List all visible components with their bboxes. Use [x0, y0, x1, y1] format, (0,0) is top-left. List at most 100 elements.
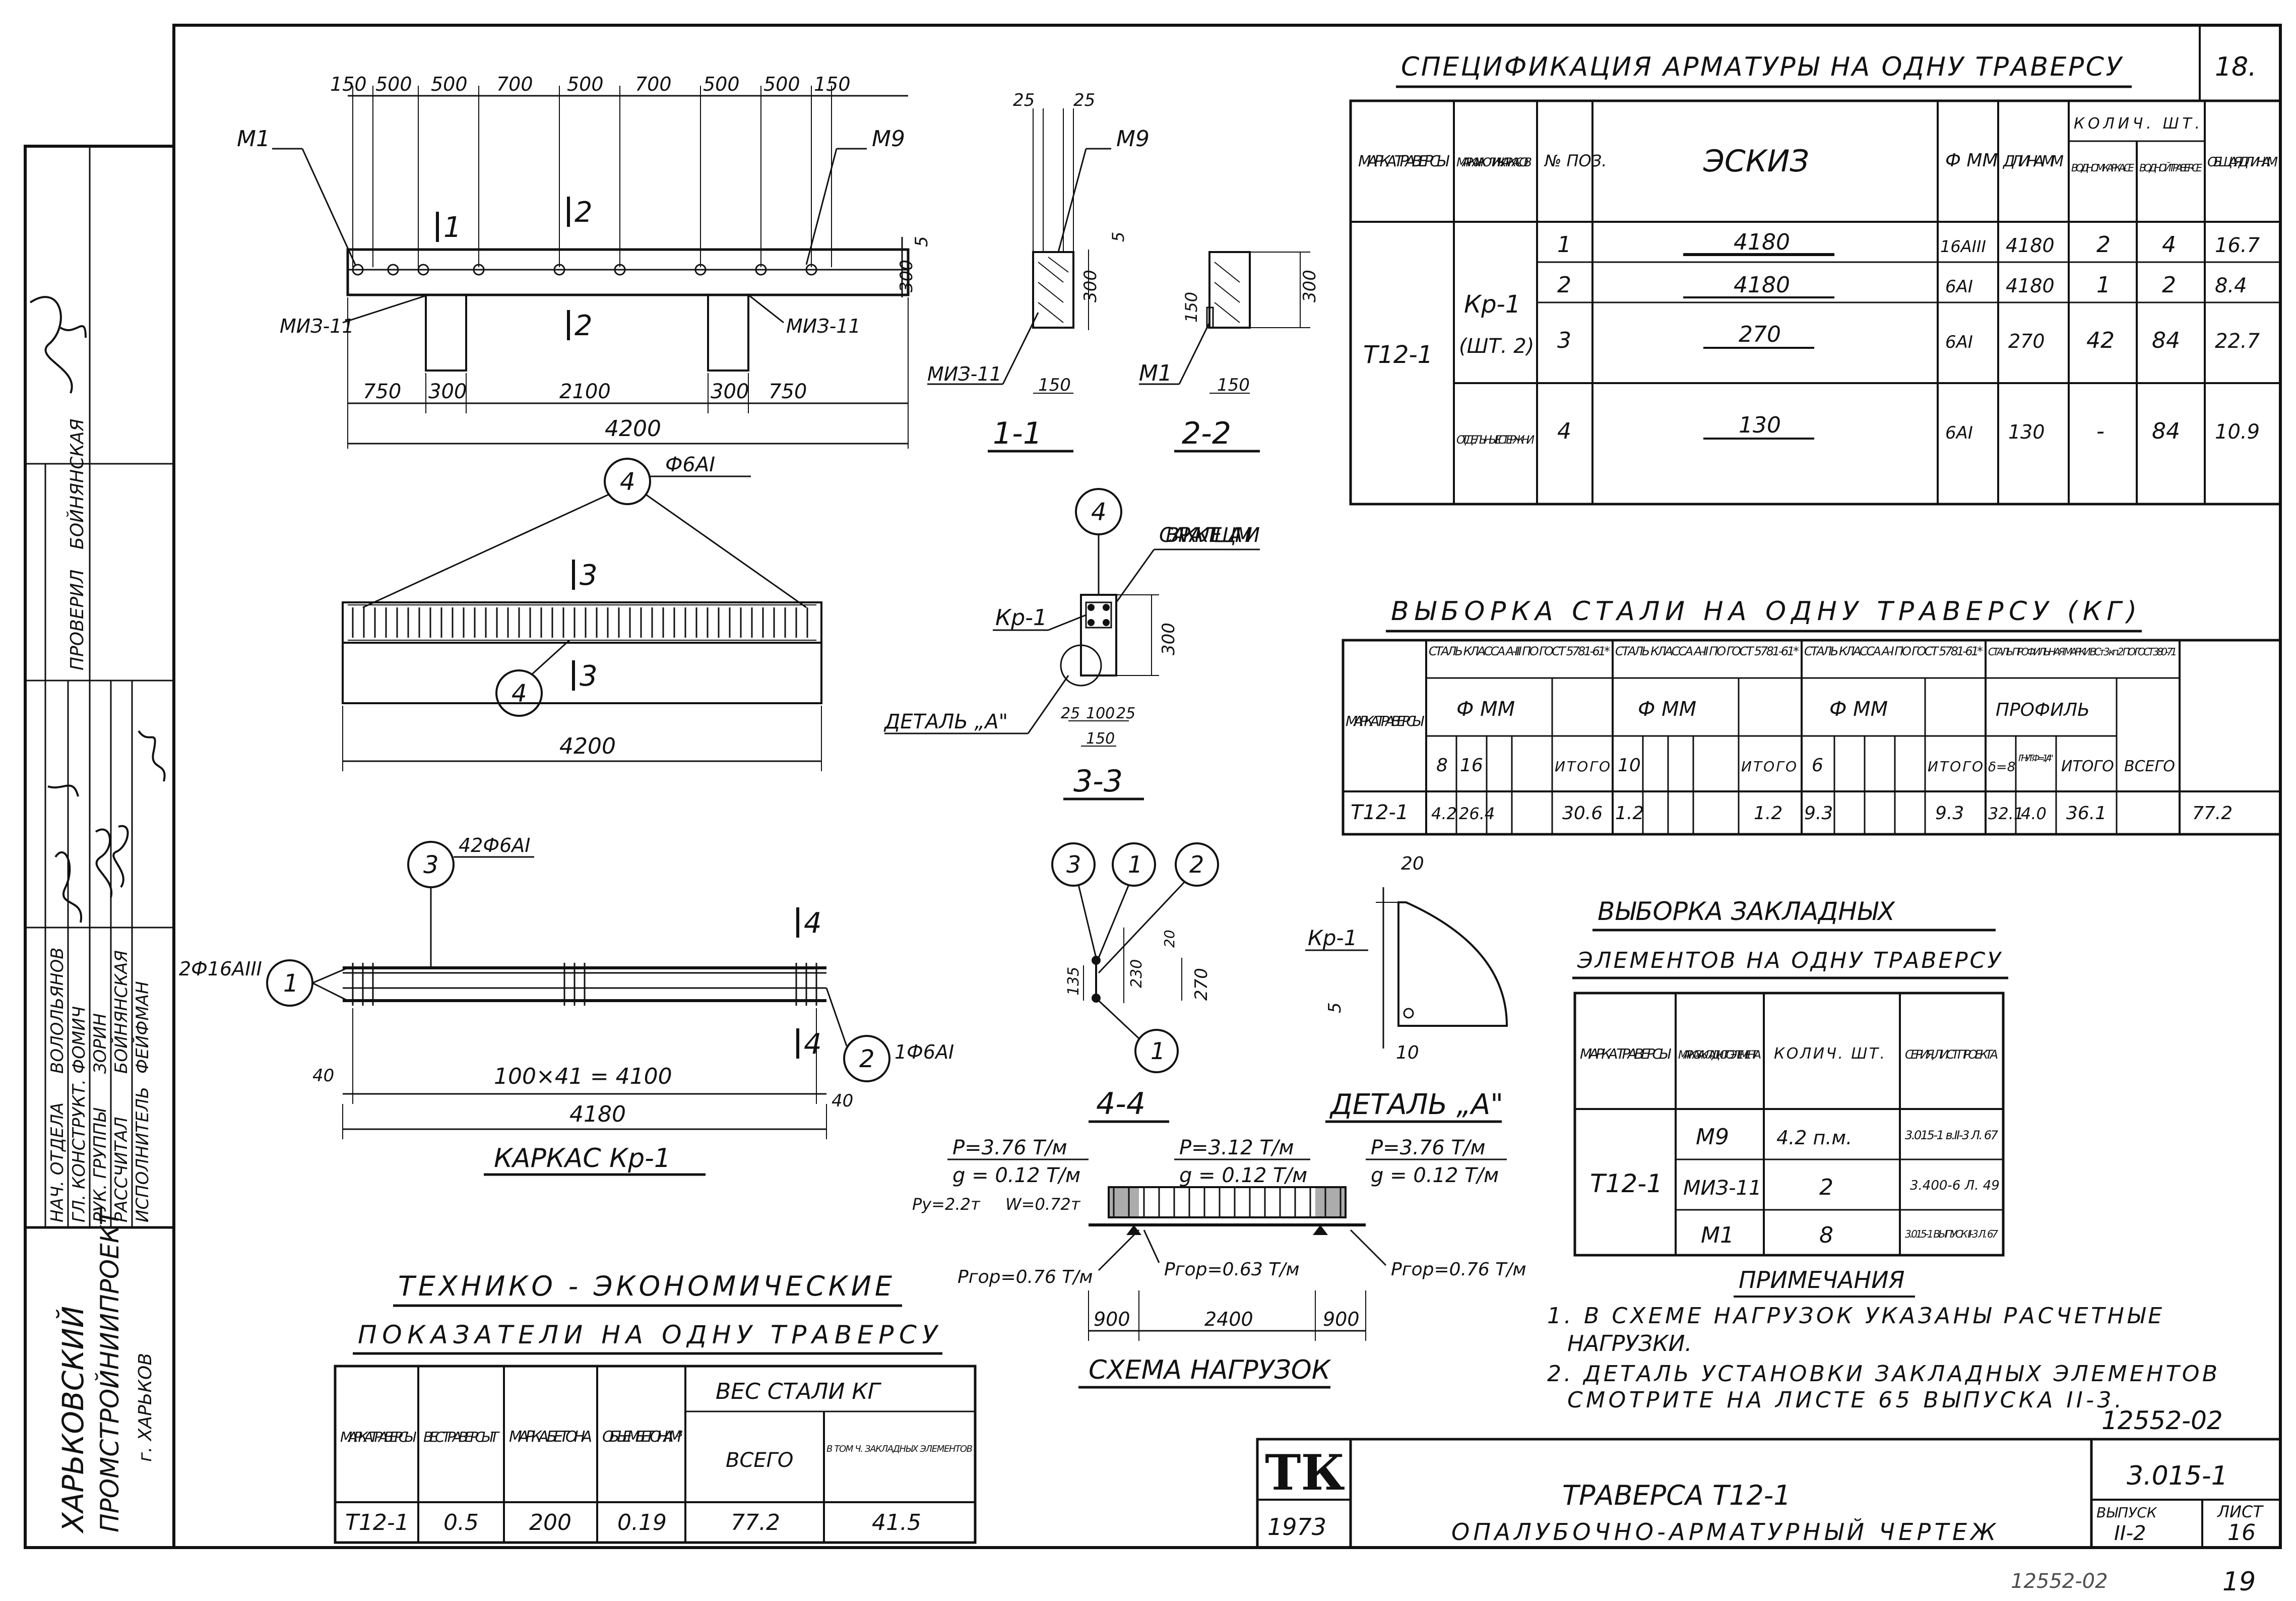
- s22-title: 2-2: [1182, 416, 1231, 451]
- steel-phi-1: Ф ММ: [1456, 698, 1515, 721]
- plan-rebar-label: Ф6АI: [665, 453, 715, 476]
- steel-v-16: 26.4: [1459, 804, 1495, 823]
- s11-miz-label: МИЗ-11: [927, 363, 1002, 385]
- dim-top-4: 700: [496, 73, 533, 95]
- spec-separate: ОТДЕЛЬ-НЫЕ СТЕРЖНИ: [1456, 434, 1535, 447]
- title-block: 12552-02 ТК 1973 ТРАВЕРСА Т12-1 ОПАЛУБОЧ…: [1256, 1406, 2282, 1597]
- s22-dim-150-left: 150: [1182, 292, 1201, 323]
- note-2a: 2. ДЕТАЛЬ УСТАНОВКИ ЗАКЛАДНЫХ ЭЛЕМЕНТОВ: [1547, 1361, 2217, 1387]
- steel-phi-2: Ф ММ: [1638, 698, 1696, 721]
- emb-r1-qty: 4.2 п.м.: [1776, 1127, 1852, 1149]
- embedded-nodes: [352, 264, 817, 276]
- cage-kr1: 3 42Ф6АI 1 2Ф16АIII 2 1Ф6АI 4 4 100×41 =…: [179, 834, 954, 1176]
- spec-h-sketch: ЭСКИЗ: [1703, 144, 1809, 179]
- spec-r2-total: 8.4: [2215, 274, 2247, 297]
- elev-miz-right: МИЗ-11: [786, 315, 861, 337]
- load-p-left: P=3.76 Т/м: [952, 1136, 1067, 1159]
- spec-r3-sketch: 270: [1739, 322, 1781, 347]
- note-2b: СМОТРИТЕ НА ЛИСТЕ 65 ВЫПУСКА II-3.: [1567, 1387, 2122, 1413]
- steel-vsego: ВСЕГО: [2124, 758, 2175, 775]
- load-g-right: g = 0.12 Т/м: [1371, 1164, 1499, 1187]
- s44-dim-135: 135: [1065, 967, 1082, 996]
- s11-dim-150: 150: [1038, 375, 1071, 395]
- load-h-left: Pгор=0.76 Т/м: [958, 1267, 1093, 1287]
- steel-v-itogo1: 30.6: [1562, 803, 1603, 824]
- cage-title: КАРКАС Кр-1: [494, 1143, 671, 1174]
- spec-h-len: ДЛИНА ММ: [2002, 153, 2064, 170]
- load-title: СХЕМА НАГРУЗОК: [1089, 1355, 1331, 1385]
- steel-row-head: МАРКА ТРАВЕРСЫ: [1346, 713, 1424, 729]
- steel-itogo-4: ИТОГО: [2061, 758, 2114, 775]
- cage-cut-4-top: 4: [804, 907, 822, 940]
- s44-bubble-1: [1112, 842, 1156, 887]
- steel-group-a3: СТАЛЬ КЛАССА А-III ПО ГОСТ 5781-61*: [1429, 644, 1610, 658]
- spec-h-frames: МАРКА И КОЛИЧ. КАРКА-СОВ: [1456, 155, 1532, 169]
- section-3-3: 4 СВАРКА КЛЕЩАМИ Кр-1 300 ДЕТАЛЬ „А" 25 …: [883, 488, 1260, 800]
- spec-r2-dia: 6АI: [1945, 277, 1973, 297]
- s11-dim-300: 300: [1080, 270, 1101, 302]
- plan-bubble-bottom-num: 4: [512, 680, 527, 708]
- steel-itogo-2: ИТОГО: [1741, 758, 1797, 775]
- steel-v-itogo2: 1.2: [1754, 803, 1782, 824]
- spec-r4-pos: 4: [1557, 418, 1571, 444]
- elev-miz-left: МИЗ-11: [280, 315, 354, 337]
- s11-m9-label: М9: [1116, 126, 1150, 152]
- dim-top-5: 500: [567, 73, 604, 95]
- emb-r1-series: 3.015-1 в.II-3 Л. 67: [1905, 1128, 1999, 1142]
- emb-r2-qty: 2: [1819, 1175, 1833, 1200]
- spec-h-total: ОБЩАЯ ДЛИНА М: [2207, 155, 2278, 170]
- spec-r4-total: 10.9: [2215, 420, 2260, 444]
- s44-dim-270: 270: [1191, 968, 1211, 1001]
- spec-r3-in-trav: 84: [2152, 328, 2180, 353]
- spec-r2-in-frame: 1: [2096, 272, 2111, 298]
- section-4-4: 3 1 2 1 135 230 270 20 4-4: [1051, 842, 1219, 1123]
- load-g-mid: g = 0.12 Т/м: [1179, 1164, 1307, 1187]
- cut-mark-2-bottom: 2: [575, 310, 593, 342]
- cage-bubble-1-num: 1: [283, 969, 299, 998]
- tech-h-weight: ВЕС ТРАВЕРСЫ Т: [423, 1429, 500, 1445]
- s11-dim-5: 5: [1109, 232, 1128, 242]
- tech-h-mark: МАРКА ТРАВЕРСЫ: [340, 1429, 416, 1445]
- dim-bot-4: 300: [711, 380, 749, 403]
- cage-rebar-1: 2Ф16АIII: [179, 958, 262, 980]
- dim-bot-1: 750: [363, 380, 401, 403]
- emb-h-traverse: МАРКА ТРАВЕРСЫ: [1580, 1045, 1671, 1062]
- spec-r1-len: 4180: [2006, 234, 2055, 257]
- detail-a: 20 Кр-1 5 10 ДЕТАЛЬ „А": [1305, 853, 1508, 1123]
- load-dim-2400: 2400: [1204, 1308, 1253, 1330]
- load-p-right: P=3.76 Т/м: [1371, 1136, 1486, 1159]
- cut-mark-1: 1: [443, 211, 462, 244]
- check-label: ПРОВЕРИЛ: [67, 570, 88, 670]
- tech-h-volume: ОБЪЕМ БЕТОНА М³: [602, 1428, 683, 1446]
- section-1-1: 25 25 М9 5 300 МИЗ-11 150 1-1: [927, 90, 1150, 453]
- elev-m1-label: М1: [237, 126, 270, 152]
- spec-r3-in-frame: 42: [2086, 328, 2115, 353]
- emb-r1-mark: М9: [1696, 1124, 1729, 1150]
- s22-dim-300: 300: [1300, 270, 1320, 302]
- note-1b: НАГРУЗКИ.: [1567, 1331, 1692, 1357]
- emb-h-series: СЕРИЯ, ЛИСТ ПРОЕКТА: [1905, 1048, 1998, 1062]
- s22-m1-label: М1: [1139, 360, 1172, 386]
- s44-bubble-3-num: 3: [1066, 851, 1081, 878]
- emb-h-element: МАРКА ЗАКЛАД-НОГО ЭЛЕМЕНТА: [1678, 1049, 1761, 1062]
- spec-r1-in-frame: 2: [2096, 232, 2111, 258]
- signature-5: [29, 296, 87, 394]
- emb-r3-mark: М1: [1701, 1222, 1734, 1248]
- signature-3: [112, 825, 129, 888]
- plan-bubble-top: [604, 458, 651, 505]
- emb-r3-qty: 8: [1819, 1222, 1833, 1248]
- s11-dim-25a: 25: [1013, 90, 1035, 110]
- s44-dim-230: 230: [1128, 959, 1145, 988]
- spec-r3-len: 270: [2008, 330, 2045, 352]
- title-sheet: 16: [2227, 1520, 2256, 1546]
- load-dim-900-right: 900: [1323, 1308, 1360, 1330]
- s11-dim-25b: 25: [1073, 90, 1095, 110]
- spec-r1-dia: 16АIII: [1940, 237, 1986, 256]
- steel-itogo-1: ИТОГО: [1555, 758, 1610, 775]
- detailA-title: ДЕТАЛЬ „А": [1329, 1088, 1503, 1121]
- load-g-left: g = 0.12 Т/м: [952, 1164, 1080, 1187]
- spec-r2-sketch: 4180: [1734, 272, 1790, 298]
- role-2: ГЛ. КОНСТРУКТ.: [69, 1079, 89, 1222]
- emb-r2-mark: МИЗ-11: [1683, 1177, 1761, 1200]
- plan-total: 4200: [559, 733, 616, 759]
